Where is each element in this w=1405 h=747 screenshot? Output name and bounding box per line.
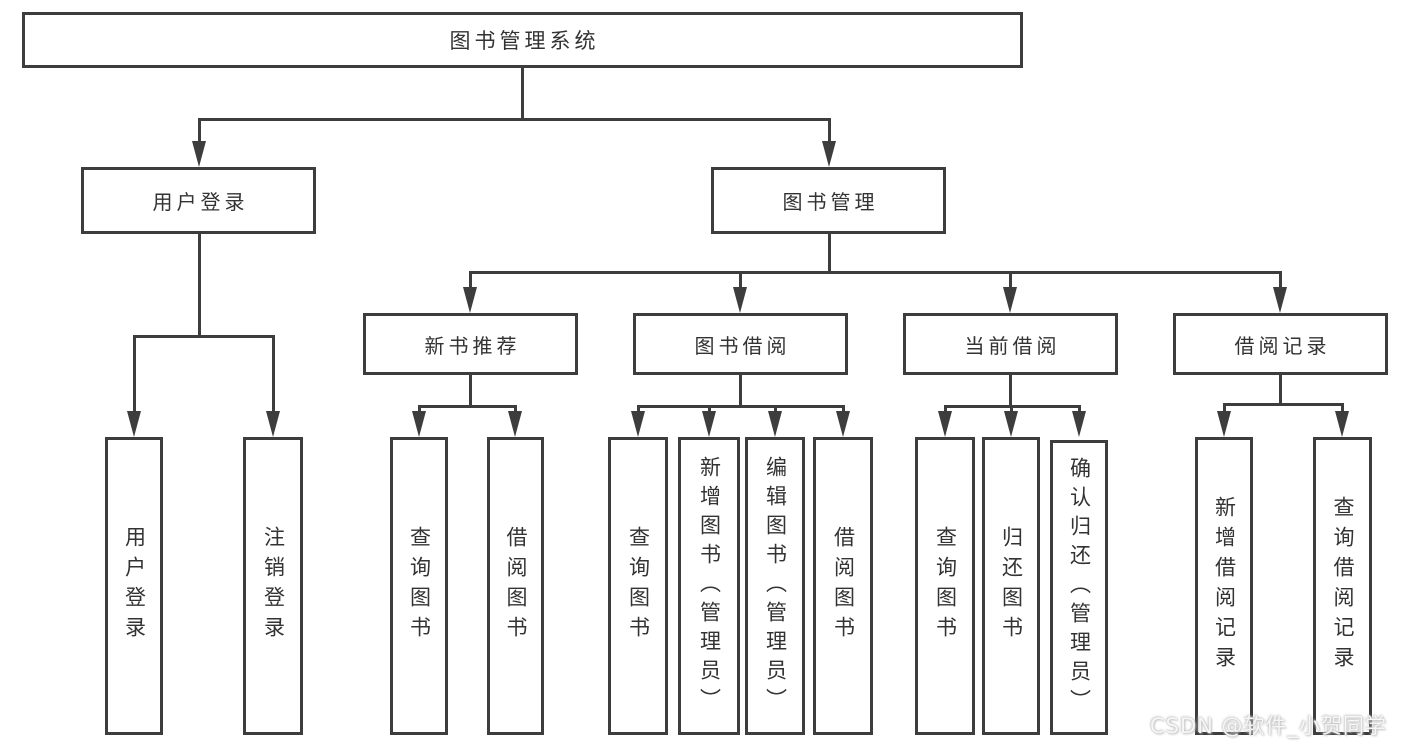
- connector-section-splitter: [417, 405, 517, 408]
- connector-shaft: [827, 118, 831, 143]
- connector-shaft: [738, 271, 742, 289]
- connector-section-stem: [1008, 375, 1012, 405]
- connector-shaft: [1340, 403, 1344, 413]
- leaf-logout-label: 注销登录: [261, 526, 286, 646]
- connector-shaft: [773, 405, 777, 413]
- connector-shaft: [636, 405, 640, 413]
- node-book-borrowing: 图书借阅: [633, 313, 848, 375]
- arrowhead-down-icon: [1335, 411, 1349, 437]
- leaf-query-books-current: 查询图书: [915, 437, 975, 735]
- node-user-login-label: 用户登录: [152, 190, 249, 214]
- node-current-borrowing: 当前借阅: [903, 313, 1118, 375]
- connector-level2-splitter: [468, 271, 1282, 274]
- arrowhead-down-icon: [836, 411, 850, 437]
- node-root-label: 图书管理系统: [449, 29, 600, 53]
- arrowhead-down-icon: [266, 411, 280, 437]
- arrowhead-down-icon: [192, 141, 206, 167]
- arrowhead-down-icon: [127, 411, 141, 437]
- leaf-borrow-books-recommend-label: 借阅图书: [504, 526, 528, 646]
- arrowhead-down-icon: [1273, 287, 1287, 313]
- arrowhead-down-icon: [1072, 411, 1086, 437]
- connector-level1-splitter: [197, 118, 831, 121]
- leaf-add-borrow-record-label: 新增借阅记录: [1212, 496, 1237, 676]
- connector-shaft: [707, 405, 711, 413]
- connector-user-login-stem: [197, 234, 201, 335]
- node-borrowing-records-label: 借阅记录: [1234, 333, 1331, 358]
- node-user-login: 用户登录: [81, 167, 316, 234]
- leaf-borrow-books-label: 借阅图书: [831, 526, 856, 646]
- leaf-query-borrow-record-label: 查询借阅记录: [1331, 496, 1355, 676]
- arrowhead-down-icon: [463, 287, 477, 313]
- leaf-return-books-label: 归还图书: [999, 526, 1024, 646]
- leaf-add-books-admin: 新增图书（管理员）: [678, 437, 740, 735]
- connector-shaft: [513, 405, 517, 413]
- node-new-book-recommend: 新书推荐: [363, 313, 578, 375]
- leaf-borrow-books: 借阅图书: [813, 437, 873, 735]
- arrowhead-down-icon: [1217, 411, 1231, 437]
- connector-shaft: [468, 271, 472, 289]
- connector-section-splitter: [636, 405, 845, 408]
- connector-shaft: [943, 405, 947, 413]
- connector-section-stem: [468, 375, 472, 405]
- leaf-logout: 注销登录: [243, 437, 303, 735]
- leaf-add-books-admin-label: 新增图书（管理员）: [697, 455, 722, 717]
- leaf-borrow-books-recommend: 借阅图书: [487, 437, 544, 735]
- connector-shaft: [417, 405, 421, 413]
- leaf-query-borrow-record: 查询借阅记录: [1313, 437, 1372, 735]
- leaf-user-login-label: 用户登录: [122, 526, 147, 646]
- leaf-edit-books-admin: 编辑图书（管理员）: [745, 437, 805, 735]
- connector-user-login-splitter: [132, 335, 275, 338]
- csdn-watermark: CSDN @软件_小贺同学: [1150, 714, 1388, 738]
- connector-shaft: [841, 405, 845, 413]
- node-book-management: 图书管理: [711, 167, 946, 234]
- node-borrowing-records: 借阅记录: [1173, 313, 1388, 375]
- connector-shaft: [1008, 271, 1012, 289]
- connector-shaft: [1009, 405, 1013, 413]
- leaf-edit-books-admin-label: 编辑图书（管理员）: [763, 455, 788, 717]
- connector-shaft: [271, 335, 275, 413]
- connector-shaft: [1222, 403, 1226, 413]
- arrowhead-down-icon: [822, 141, 836, 167]
- arrowhead-down-icon: [1003, 287, 1017, 313]
- connector-shaft: [197, 118, 201, 143]
- node-book-borrowing-label: 图书借阅: [694, 333, 791, 358]
- arrowhead-down-icon: [631, 411, 645, 437]
- arrowhead-down-icon: [1004, 411, 1018, 437]
- node-book-management-label: 图书管理: [782, 190, 879, 214]
- connector-root-stem: [520, 68, 524, 118]
- arrowhead-down-icon: [768, 411, 782, 437]
- leaf-return-books: 归还图书: [982, 437, 1040, 735]
- node-current-borrowing-label: 当前借阅: [964, 333, 1061, 358]
- leaf-query-books-current-label: 查询图书: [933, 526, 958, 646]
- connector-book-mgmt-stem: [827, 234, 831, 271]
- connector-shaft: [1278, 271, 1282, 289]
- leaf-add-borrow-record: 新增借阅记录: [1195, 437, 1253, 735]
- connector-shaft: [132, 335, 136, 413]
- leaf-query-books-borrow: 查询图书: [608, 437, 668, 735]
- leaf-user-login: 用户登录: [105, 437, 163, 735]
- leaf-query-books-borrow-label: 查询图书: [626, 526, 651, 646]
- leaf-query-books-recommend: 查询图书: [390, 437, 448, 735]
- arrowhead-down-icon: [938, 411, 952, 437]
- node-root: 图书管理系统: [22, 12, 1023, 68]
- leaf-confirm-return-admin: 确认归还（管理员）: [1050, 440, 1108, 735]
- leaf-confirm-return-admin-label: 确认归还（管理员）: [1067, 457, 1092, 718]
- connector-shaft: [1077, 405, 1081, 413]
- arrowhead-down-icon: [412, 411, 426, 437]
- arrowhead-down-icon: [508, 411, 522, 437]
- connector-section-stem: [738, 375, 742, 405]
- leaf-query-books-recommend-label: 查询图书: [407, 526, 432, 646]
- connector-section-splitter: [1222, 403, 1344, 406]
- node-new-book-recommend-label: 新书推荐: [424, 333, 521, 358]
- arrowhead-down-icon: [733, 287, 747, 313]
- arrowhead-down-icon: [702, 411, 716, 437]
- connector-section-stem: [1278, 375, 1282, 403]
